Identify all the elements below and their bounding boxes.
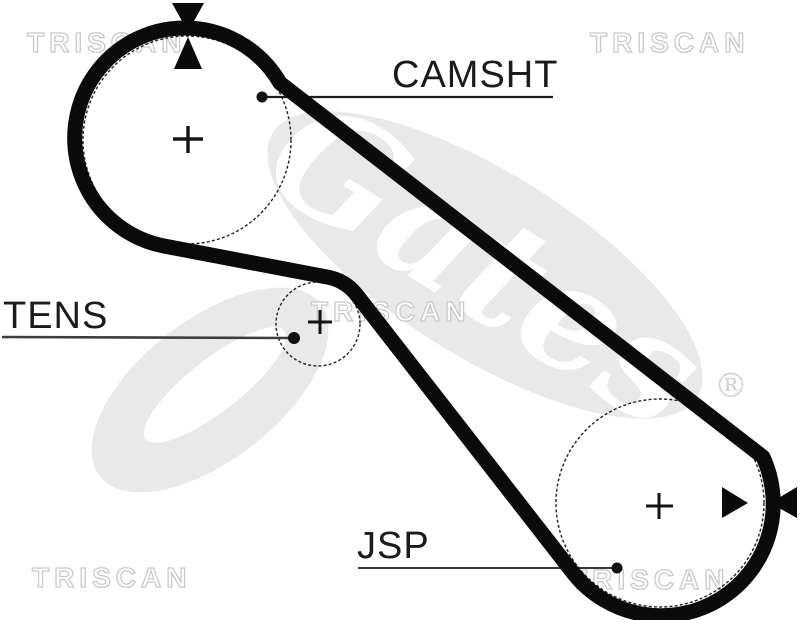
pump-timing-mark-arrow-icon xyxy=(722,487,797,518)
triscan-watermark-middle: TRISCAN xyxy=(311,296,470,327)
pump-label: JSP xyxy=(357,525,430,567)
gates-flourish-loop-cutout xyxy=(143,327,287,443)
tensioner-label: TENS xyxy=(3,295,108,337)
timing-belt xyxy=(67,20,781,620)
gates-logo-capsule xyxy=(267,111,703,419)
triscan-watermark-bottom-left: TRISCAN xyxy=(32,562,191,593)
gates-logo-watermark: Gates ® xyxy=(91,63,748,493)
arrow-right-icon xyxy=(722,487,748,518)
injection-pump-pulley-circle xyxy=(555,398,765,608)
arrow-left-icon xyxy=(770,487,797,518)
camshaft-center-mark xyxy=(173,126,203,153)
tensioner-leader-line xyxy=(1,335,295,340)
tensioner-center-mark xyxy=(308,310,332,334)
pump-leader-dot xyxy=(611,562,623,574)
arrow-down-icon xyxy=(172,3,204,32)
pump-center-mark xyxy=(646,493,673,519)
tensioner-leader-dot xyxy=(288,332,300,344)
camshaft-leader-dot xyxy=(256,91,268,103)
gates-script-text: Gates xyxy=(238,63,734,464)
camshaft-timing-mark-arrow-icon xyxy=(172,3,204,69)
registered-trademark-symbol: ® xyxy=(714,366,748,406)
triscan-watermark-top-right: TRISCAN xyxy=(590,27,749,58)
camshaft-label: CAMSHT xyxy=(392,54,558,96)
arrow-up-icon xyxy=(174,37,202,69)
